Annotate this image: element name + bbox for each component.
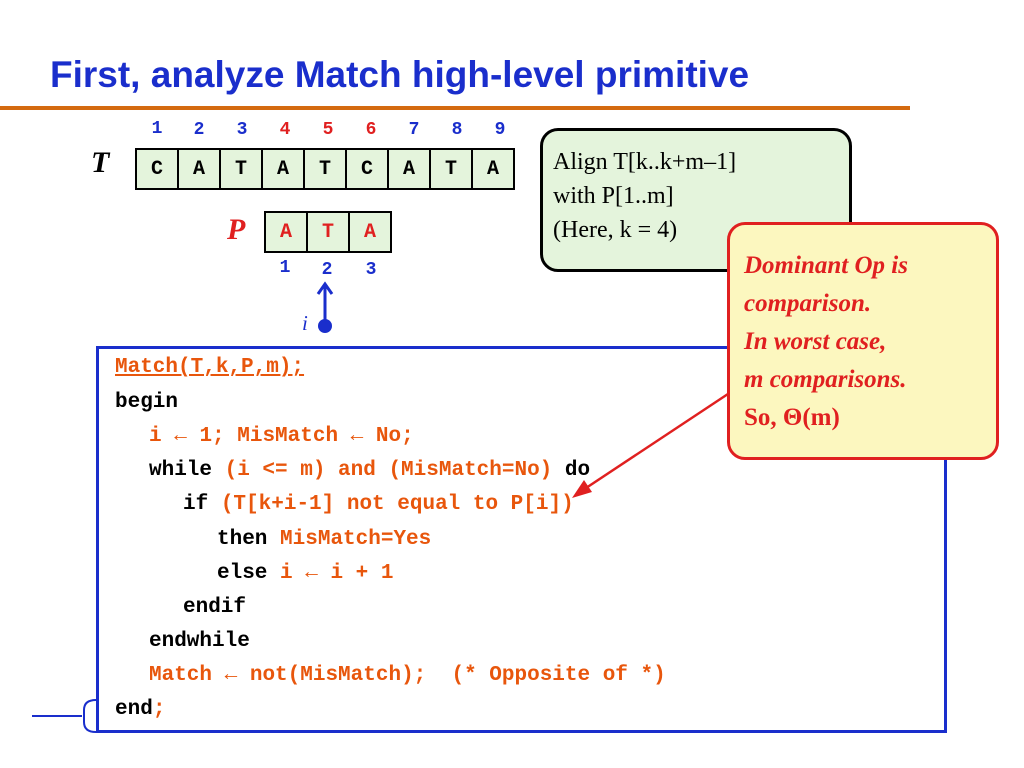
- pointer-arrow-icon: [316, 281, 334, 333]
- code-if-line: if (T[k+i-1] not equal to P[i]): [183, 493, 574, 516]
- pattern-cell: T: [308, 213, 350, 251]
- left-arrow-icon: ←: [305, 562, 318, 585]
- dominant-op-callout: Dominant Op is comparison. In worst case…: [727, 222, 999, 460]
- pattern-cell: A: [350, 213, 390, 251]
- left-arrow-icon: ←: [350, 425, 364, 448]
- code-keyword: if: [183, 493, 209, 516]
- pattern-row-label: P: [227, 213, 246, 246]
- left-arrow-icon: ←: [174, 425, 187, 448]
- text-cell: A: [473, 150, 513, 188]
- code-token: MisMatch=Yes: [280, 528, 432, 551]
- text-row-label: T: [91, 146, 110, 179]
- pattern-index: 2: [321, 260, 333, 280]
- code-token: Match: [149, 664, 213, 687]
- text-cell: T: [305, 150, 347, 188]
- pattern-index: 3: [365, 260, 377, 280]
- text-index: 7: [408, 120, 420, 140]
- code-token: (T[k+i-1] not equal to P[i]): [220, 493, 574, 516]
- text-cell: T: [221, 150, 263, 188]
- dominant-conclusion: So, Θ(m): [744, 404, 840, 431]
- code-begin: begin: [115, 391, 179, 414]
- text-cell: C: [347, 150, 389, 188]
- text-index: 8: [451, 120, 463, 140]
- code-token: i: [280, 562, 293, 585]
- text-index: 1: [151, 119, 163, 139]
- code-keyword: do: [564, 459, 591, 482]
- dominant-line: comparison.: [744, 290, 872, 317]
- callout-arrow-icon: [572, 384, 741, 498]
- code-else-line: else i ← i + 1: [217, 562, 393, 585]
- align-callout: Align T[k..k+m–1] with P[1..m] (Here, k …: [540, 128, 852, 272]
- text-index: 6: [365, 120, 377, 140]
- text-cell: T: [431, 150, 473, 188]
- code-keyword: else: [217, 562, 268, 585]
- pattern-array: A T A: [264, 211, 392, 253]
- code-then-line: then MisMatch=Yes: [217, 528, 431, 551]
- text-cell: A: [389, 150, 431, 188]
- code-token: not(MisMatch); (* Opposite of *): [249, 664, 666, 687]
- text-index: 3: [236, 120, 248, 140]
- code-keyword: end: [115, 698, 153, 721]
- code-keyword: while: [149, 459, 213, 482]
- left-arrow-icon: ←: [224, 664, 238, 687]
- text-cell: C: [137, 150, 179, 188]
- code-token: ;: [152, 698, 166, 721]
- text-index: 5: [322, 120, 334, 140]
- text-cell: A: [263, 150, 305, 188]
- code-token: (i <= m) and (MisMatch=No): [224, 459, 553, 482]
- code-token: 1; MisMatch: [199, 425, 339, 448]
- dominant-line: m comparisons.: [744, 366, 907, 393]
- code-keyword: then: [217, 528, 268, 551]
- pattern-cell: A: [266, 213, 308, 251]
- bracket-decoration: [32, 699, 97, 733]
- dominant-line: In worst case,: [744, 328, 887, 355]
- code-signature: Match(T,k,P,m);: [115, 356, 305, 379]
- dominant-line: Dominant Op is: [744, 252, 908, 279]
- pattern-index: 1: [279, 258, 291, 278]
- title-underline: [0, 106, 910, 110]
- code-end-line: end;: [115, 698, 165, 721]
- code-init-line: i ← 1; MisMatch ← No;: [149, 425, 414, 448]
- code-token: No;: [375, 425, 414, 448]
- code-endif: endif: [183, 596, 247, 619]
- align-line: Align T[k..k+m–1]: [553, 149, 737, 175]
- text-index: 9: [494, 120, 506, 140]
- code-token: i: [149, 425, 162, 448]
- text-index: 4: [279, 120, 291, 140]
- text-index: 2: [193, 120, 205, 140]
- code-while-line: while (i <= m) and (MisMatch=No) do: [149, 459, 590, 482]
- text-array: C A T A T C A T A: [135, 148, 515, 190]
- code-return-line: Match ← not(MisMatch); (* Opposite of *): [149, 664, 666, 687]
- align-line: with P[1..m]: [553, 183, 674, 209]
- pointer-label: i: [302, 311, 308, 335]
- align-line: (Here, k = 4): [553, 217, 678, 243]
- slide-title: First, analyze Match high-level primitiv…: [50, 54, 750, 95]
- text-cell: A: [179, 150, 221, 188]
- code-endwhile: endwhile: [149, 630, 250, 653]
- code-token: i + 1: [330, 562, 394, 585]
